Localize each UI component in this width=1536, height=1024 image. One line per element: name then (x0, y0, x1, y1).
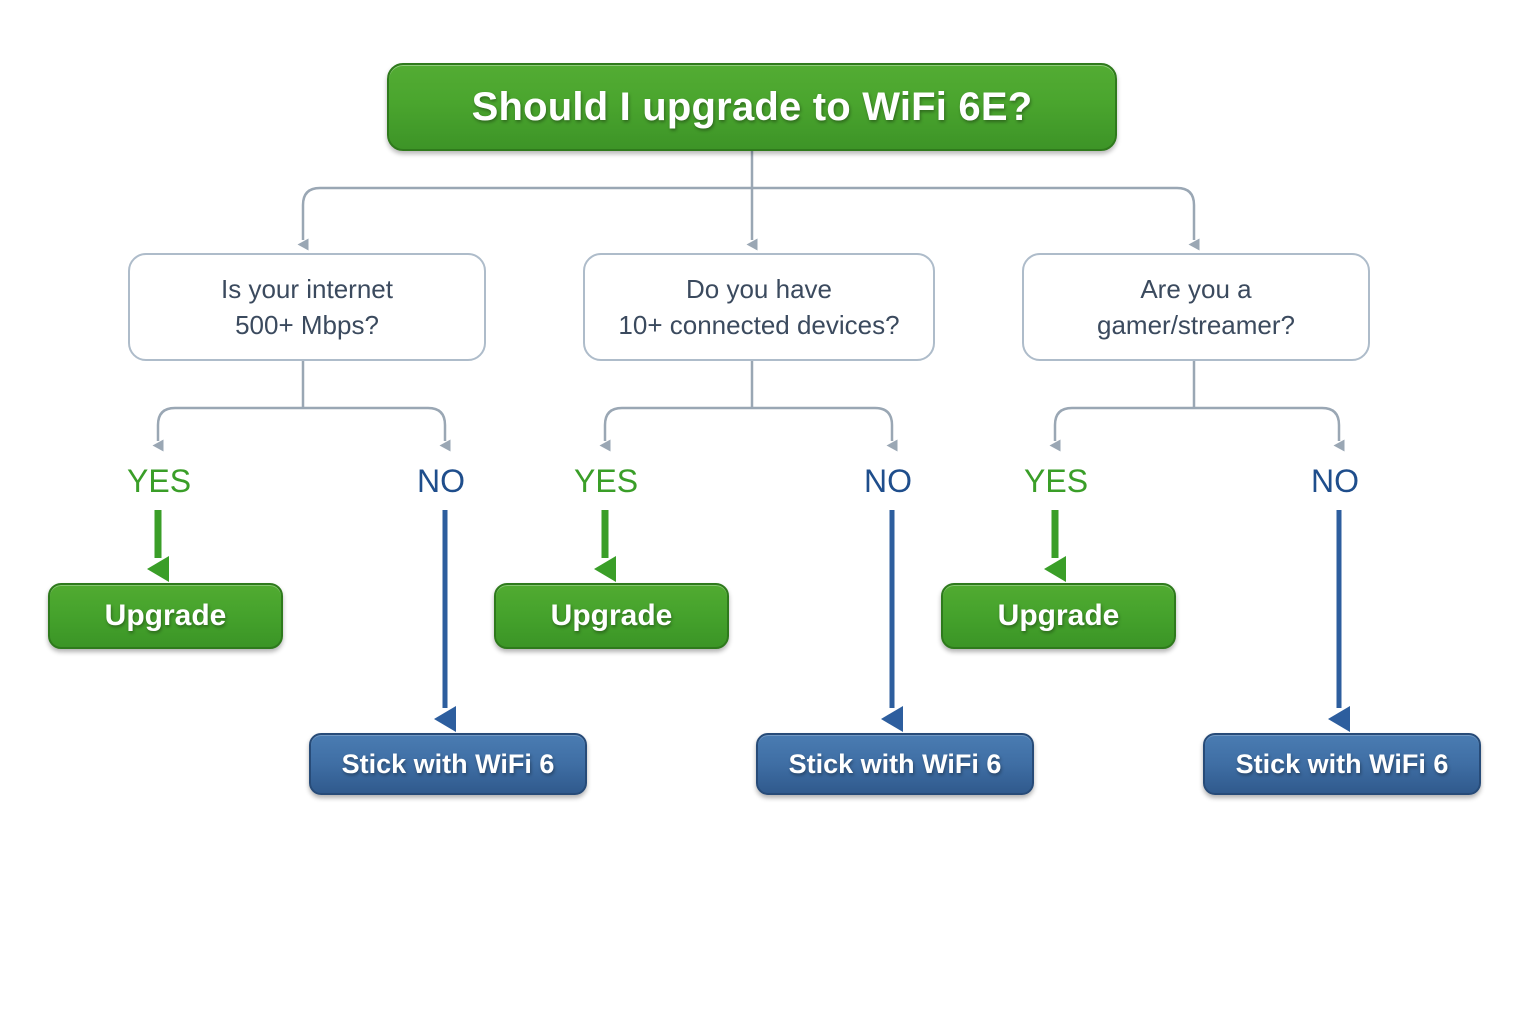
decision-line-1: Do you have (686, 274, 832, 304)
branch-1-split-connector (599, 361, 898, 452)
outcome-node-stick-0[interactable]: Stick with WiFi 6 (309, 733, 587, 795)
outcome-node-upgrade-1[interactable]: Upgrade (494, 583, 729, 649)
outcome-node-upgrade-0[interactable]: Upgrade (48, 583, 283, 649)
decision-line-1: Are you a (1140, 274, 1252, 304)
outcome-label: Stick with WiFi 6 (788, 748, 1002, 779)
decision-line-1: Is your internet (221, 274, 393, 304)
decision-node-gamer-streamer[interactable]: Are you a gamer/streamer? (1022, 253, 1370, 361)
decision-line-2: 10+ connected devices? (618, 310, 900, 340)
branch-0-split-connector (152, 361, 451, 452)
root-distribution-connector (297, 151, 1200, 251)
outcome-label: Upgrade (997, 599, 1120, 632)
branch-label-no-0: NO (417, 463, 465, 499)
outcome-label: Stick with WiFi 6 (341, 748, 555, 779)
branch-label-no-2: NO (1311, 463, 1359, 499)
branch-label-yes-1: YES (574, 463, 639, 499)
root-question-label: Should I upgrade to WiFi 6E? (471, 84, 1033, 129)
decision-node-internet-speed[interactable]: Is your internet 500+ Mbps? (128, 253, 486, 361)
branch-label-yes-0: YES (127, 463, 192, 499)
branch-label-yes-2: YES (1024, 463, 1089, 499)
outcome-node-stick-2[interactable]: Stick with WiFi 6 (1203, 733, 1481, 795)
outcome-node-upgrade-2[interactable]: Upgrade (941, 583, 1176, 649)
outcome-node-stick-1[interactable]: Stick with WiFi 6 (756, 733, 1034, 795)
decision-node-device-count[interactable]: Do you have 10+ connected devices? (583, 253, 935, 361)
outcome-label: Stick with WiFi 6 (1235, 748, 1449, 779)
branch-label-no-1: NO (864, 463, 912, 499)
outcome-label: Upgrade (550, 599, 673, 632)
decision-line-2: 500+ Mbps? (235, 310, 379, 340)
root-question-node[interactable]: Should I upgrade to WiFi 6E? (387, 63, 1117, 151)
decision-line-2: gamer/streamer? (1097, 310, 1295, 340)
branch-2-split-connector (1049, 361, 1345, 452)
outcome-label: Upgrade (104, 599, 227, 632)
